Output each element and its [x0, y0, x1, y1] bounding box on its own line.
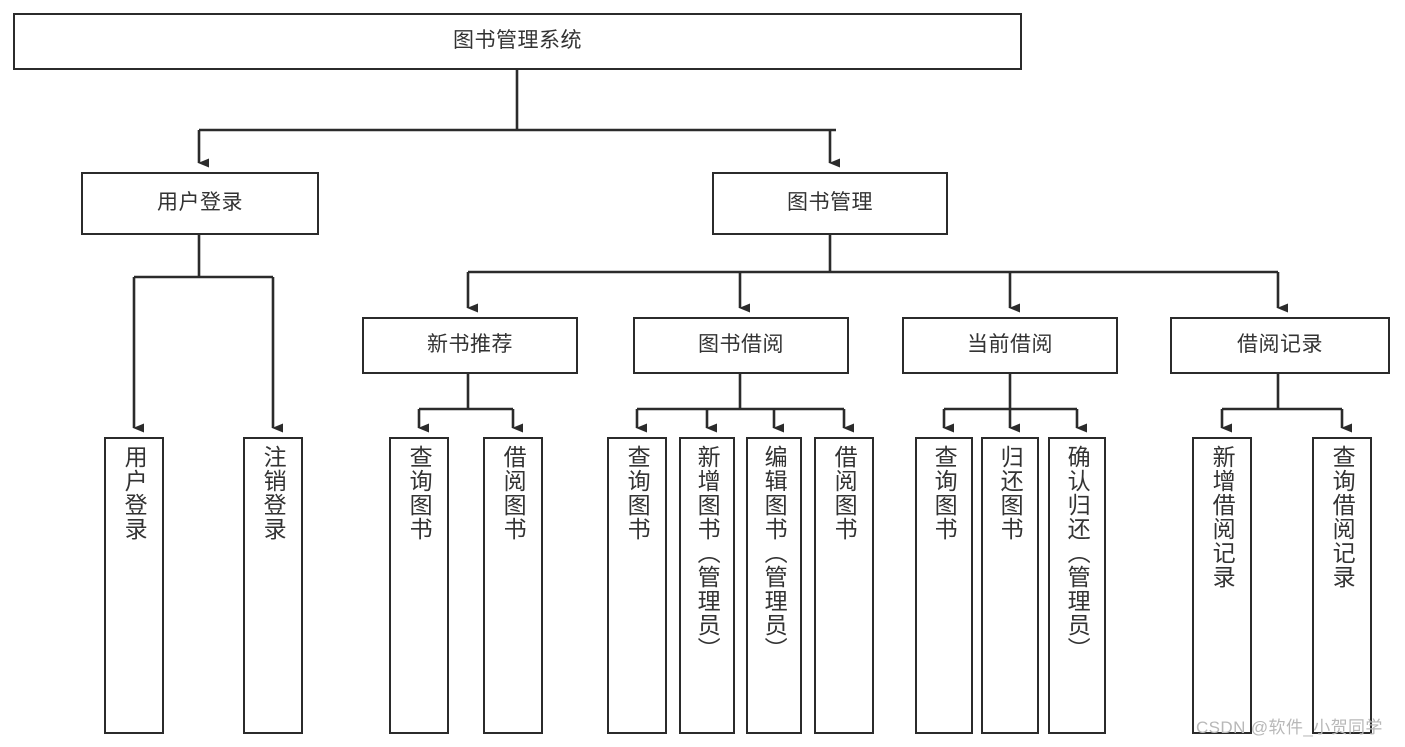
node-leaf-add-book-admin-label: 新增图书（管理员）: [694, 445, 721, 661]
node-leaf-query-borrow-record-label: 查询借阅记录: [1329, 445, 1356, 589]
node-leaf-logout[interactable]: 注销登录: [243, 437, 303, 734]
node-borrow-record[interactable]: 借阅记录: [1170, 317, 1390, 374]
node-book-borrow[interactable]: 图书借阅: [633, 317, 849, 374]
node-leaf-borrow-book-label: 借阅图书: [831, 445, 858, 541]
node-new-book-recommend[interactable]: 新书推荐: [362, 317, 578, 374]
node-root[interactable]: 图书管理系统: [13, 13, 1022, 70]
node-leaf-query-book-current[interactable]: 查询图书: [915, 437, 973, 734]
node-leaf-query-book-current-label: 查询图书: [931, 445, 958, 541]
node-leaf-add-borrow-record-label: 新增借阅记录: [1209, 445, 1236, 589]
node-leaf-borrow-book-recommend-label: 借阅图书: [500, 445, 527, 541]
node-leaf-logout-label: 注销登录: [260, 445, 287, 541]
node-leaf-return-book[interactable]: 归还图书: [981, 437, 1039, 734]
node-leaf-query-borrow-record[interactable]: 查询借阅记录: [1312, 437, 1372, 734]
node-leaf-query-book-borrow[interactable]: 查询图书: [607, 437, 667, 734]
node-book-management-label: 图书管理: [787, 191, 873, 215]
watermark-text: CSDN @软件_小贺同学: [1196, 718, 1383, 737]
node-leaf-add-borrow-record[interactable]: 新增借阅记录: [1192, 437, 1252, 734]
node-root-label: 图书管理系统: [453, 29, 582, 53]
node-leaf-return-book-label: 归还图书: [997, 445, 1024, 541]
node-leaf-user-login[interactable]: 用户登录: [104, 437, 164, 734]
node-leaf-edit-book-admin[interactable]: 编辑图书（管理员）: [746, 437, 802, 734]
node-current-borrow[interactable]: 当前借阅: [902, 317, 1118, 374]
node-leaf-query-book-recommend[interactable]: 查询图书: [389, 437, 449, 734]
node-book-management[interactable]: 图书管理: [712, 172, 948, 235]
node-leaf-confirm-return-admin[interactable]: 确认归还（管理员）: [1048, 437, 1106, 734]
node-book-borrow-label: 图书借阅: [698, 333, 784, 357]
node-user-login-label: 用户登录: [157, 191, 243, 215]
node-leaf-borrow-book[interactable]: 借阅图书: [814, 437, 874, 734]
node-user-login[interactable]: 用户登录: [81, 172, 319, 235]
node-leaf-add-book-admin[interactable]: 新增图书（管理员）: [679, 437, 735, 734]
node-new-book-recommend-label: 新书推荐: [427, 333, 513, 357]
node-leaf-user-login-label: 用户登录: [121, 445, 148, 541]
node-leaf-query-book-borrow-label: 查询图书: [624, 445, 651, 541]
node-leaf-edit-book-admin-label: 编辑图书（管理员）: [761, 445, 788, 661]
node-leaf-confirm-return-admin-label: 确认归还（管理员）: [1064, 445, 1091, 661]
node-borrow-record-label: 借阅记录: [1237, 333, 1323, 357]
node-leaf-borrow-book-recommend[interactable]: 借阅图书: [483, 437, 543, 734]
node-current-borrow-label: 当前借阅: [967, 333, 1053, 357]
node-leaf-query-book-recommend-label: 查询图书: [406, 445, 433, 541]
